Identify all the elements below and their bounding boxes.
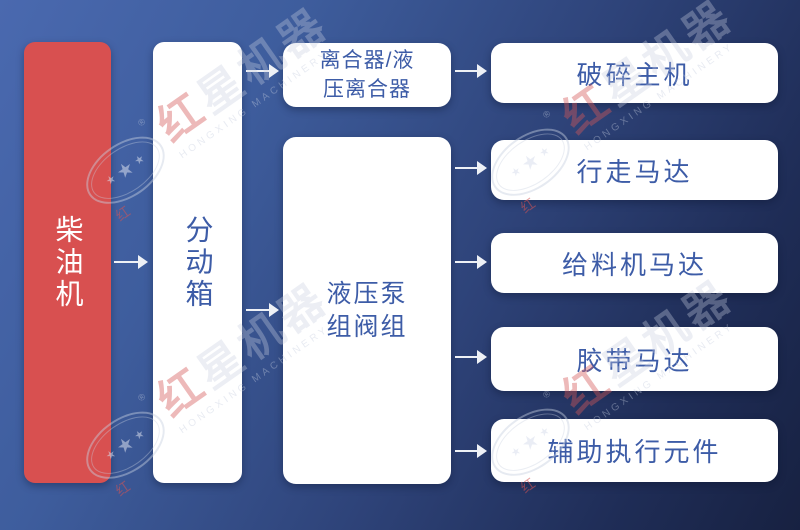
node-clutch-label-line2: 压离合器 — [323, 78, 411, 101]
node-diesel-engine: 柴油机 — [24, 42, 111, 483]
node-travel-motor-label: 行走马达 — [576, 156, 693, 187]
node-travel-motor: 行走马达 — [491, 140, 778, 200]
star-icon: ★ — [131, 152, 147, 168]
node-belt-motor: 胶带马达 — [491, 327, 778, 391]
node-transfer-case: 分动箱 — [153, 42, 242, 483]
node-feeder-motor: 给料机马达 — [491, 233, 778, 293]
flow-arrow-diesel-to-transfer-icon — [114, 255, 148, 269]
node-clutch-label: 离合器/液 压离合器 — [320, 46, 415, 104]
registered-mark: ® — [540, 108, 553, 121]
flow-arrow-pump-to-feeder-motor-icon — [455, 255, 487, 269]
node-crusher-main-machine-label: 破碎主机 — [576, 59, 693, 90]
flow-arrow-transfer-to-pump-icon — [246, 303, 279, 317]
node-diesel-engine-label: 柴油机 — [52, 214, 84, 311]
node-pump-label-line2: 组阀组 — [326, 312, 408, 341]
star-icon: ★ — [112, 431, 139, 459]
flow-arrow-pump-to-belt-motor-icon — [455, 350, 487, 364]
node-feeder-motor-label: 给料机马达 — [561, 249, 707, 280]
node-hydraulic-pump-valve-group: 液压泵 组阀组 — [283, 137, 451, 484]
node-hydraulic-pump-valve-group-label: 液压泵 组阀组 — [326, 278, 407, 344]
flow-arrow-pump-to-auxiliary-icon — [455, 444, 487, 458]
node-crusher-main-machine: 破碎主机 — [491, 43, 778, 103]
node-clutch: 离合器/液 压离合器 — [283, 43, 451, 107]
flow-arrow-transfer-to-clutch-icon — [246, 64, 279, 78]
node-auxiliary-actuators-label: 辅助执行元件 — [547, 437, 722, 467]
node-pump-label-line1: 液压泵 — [326, 279, 408, 308]
node-clutch-label-line1: 离合器/液 — [319, 49, 415, 72]
brand-watermark: ★ ★ ★ ® 红 红星机器 HONGXING MACHINERY — [460, 0, 750, 237]
flow-arrow-pump-to-travel-motor-icon — [455, 161, 487, 175]
registered-mark: ® — [135, 391, 148, 404]
node-auxiliary-actuators: 辅助执行元件 — [491, 419, 778, 482]
node-transfer-case-label: 分动箱 — [182, 214, 214, 311]
star-icon: ★ — [131, 427, 147, 443]
watermark-red-char: 红 — [112, 477, 134, 500]
registered-mark: ® — [135, 116, 148, 129]
node-belt-motor-label: 胶带马达 — [576, 345, 693, 376]
star-icon: ★ — [112, 156, 139, 184]
watermark-red-char: 红 — [112, 202, 134, 225]
flow-arrow-clutch-to-crusher-icon — [455, 64, 487, 78]
